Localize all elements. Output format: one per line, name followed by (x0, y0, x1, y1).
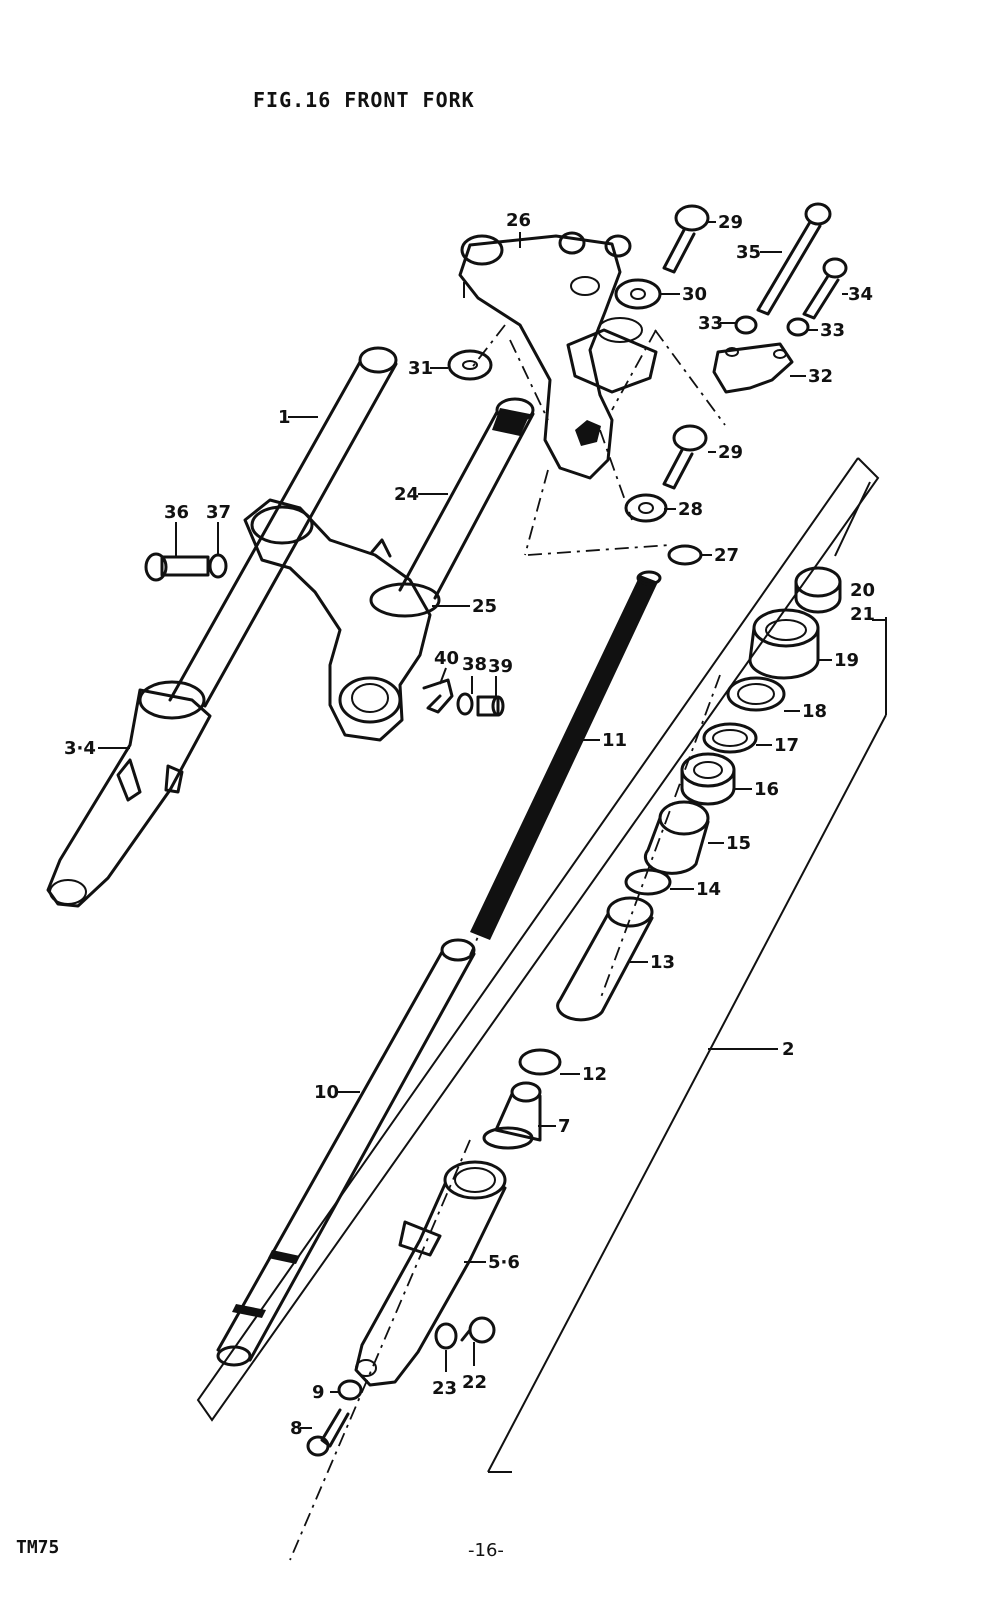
callout-36: 36 (164, 502, 189, 523)
figure-title: FIG.16 FRONT FORK (253, 88, 475, 112)
assembly-lines (289, 324, 726, 1561)
callout-34: 34 (848, 284, 873, 305)
callout-37: 37 (206, 502, 231, 523)
callout-20: 20 (850, 580, 875, 601)
callout-29-top: 29 (718, 212, 743, 233)
callout-39: 39 (488, 656, 513, 677)
callout-40: 40 (434, 648, 459, 669)
washer-38 (456, 692, 474, 716)
ring-14 (624, 868, 672, 896)
ring-18 (726, 676, 786, 712)
bolt-35 (756, 202, 832, 316)
page-number: -16- (468, 1540, 504, 1561)
bushing-15 (643, 800, 710, 875)
oil-seal-20 (794, 566, 842, 614)
callout-25: 25 (472, 596, 497, 617)
callout-14: 14 (696, 879, 721, 900)
outer-tube-5-6 (354, 1160, 507, 1387)
cylinder-7 (482, 1081, 542, 1150)
callout-28: 28 (678, 499, 703, 520)
bolt-39 (476, 695, 505, 717)
callout-32: 32 (808, 366, 833, 387)
callout-13: 13 (650, 952, 675, 973)
washer-9 (337, 1379, 363, 1401)
callout-31: 31 (408, 358, 433, 379)
washer-23 (434, 1322, 458, 1350)
callout-35: 35 (736, 242, 761, 263)
callout-29-lower: 29 (718, 442, 743, 463)
callout-23: 23 (432, 1378, 457, 1399)
washer-37 (208, 553, 228, 579)
clamp-32 (712, 342, 794, 394)
callout-7: 7 (558, 1116, 571, 1137)
steering-stem-24 (369, 397, 535, 618)
callout-27: 27 (714, 545, 739, 566)
seal-16 (680, 752, 736, 806)
ring-17 (702, 722, 758, 754)
bolt-22 (460, 1316, 496, 1344)
ring-27 (667, 544, 703, 566)
callout-30: 30 (682, 284, 707, 305)
spring-11 (470, 570, 662, 940)
callout-33-right: 33 (820, 320, 845, 341)
lower-bracket (243, 498, 432, 742)
callout-19: 19 (834, 650, 859, 671)
damper-rod-10 (216, 938, 476, 1367)
callout-18: 18 (802, 701, 827, 722)
ring-12 (518, 1048, 562, 1076)
fork-outline-bracket (196, 457, 887, 1473)
callout-5-6: 5·6 (488, 1252, 520, 1273)
callout-15: 15 (726, 833, 751, 854)
callout-38: 38 (462, 654, 487, 675)
callout-26: 26 (506, 210, 531, 231)
dust-cover-19 (748, 608, 820, 680)
callout-8: 8 (290, 1418, 303, 1439)
callout-11: 11 (602, 730, 627, 751)
washer-28 (624, 493, 668, 523)
bolt-29-lower (662, 424, 708, 490)
callout-9: 9 (312, 1382, 325, 1403)
callout-1: 1 (278, 407, 291, 428)
clip-40 (422, 678, 454, 714)
callout-17: 17 (774, 735, 799, 756)
washer-31 (447, 349, 493, 381)
callout-12: 12 (582, 1064, 607, 1085)
upper-bracket (458, 231, 658, 480)
callout-33-left: 33 (698, 313, 723, 334)
callout-21: 21 (850, 604, 875, 625)
callout-22: 22 (462, 1372, 487, 1393)
callout-10: 10 (314, 1082, 339, 1103)
model-code: TM75 (16, 1537, 60, 1558)
left-outer-tube-3-4 (46, 680, 212, 908)
callout-3-4: 3·4 (64, 738, 96, 759)
callout-2: 2 (782, 1039, 795, 1060)
leader-lines (98, 221, 848, 1429)
top-bolt-29 (662, 204, 710, 274)
callout-24: 24 (394, 484, 419, 505)
washer-30 (614, 278, 662, 310)
bolt-34 (802, 257, 848, 320)
bolt-8 (306, 1408, 350, 1457)
callout-16: 16 (754, 779, 779, 800)
callout-labels: 1 2 3·4 5·6 7 8 9 10 11 12 13 14 15 16 1… (64, 210, 875, 1439)
spacer-13 (556, 896, 654, 1022)
left-inner-tube-1 (168, 346, 398, 708)
bolt-36 (144, 552, 210, 582)
nut-33-left (734, 315, 758, 335)
nut-33-right (786, 317, 810, 337)
